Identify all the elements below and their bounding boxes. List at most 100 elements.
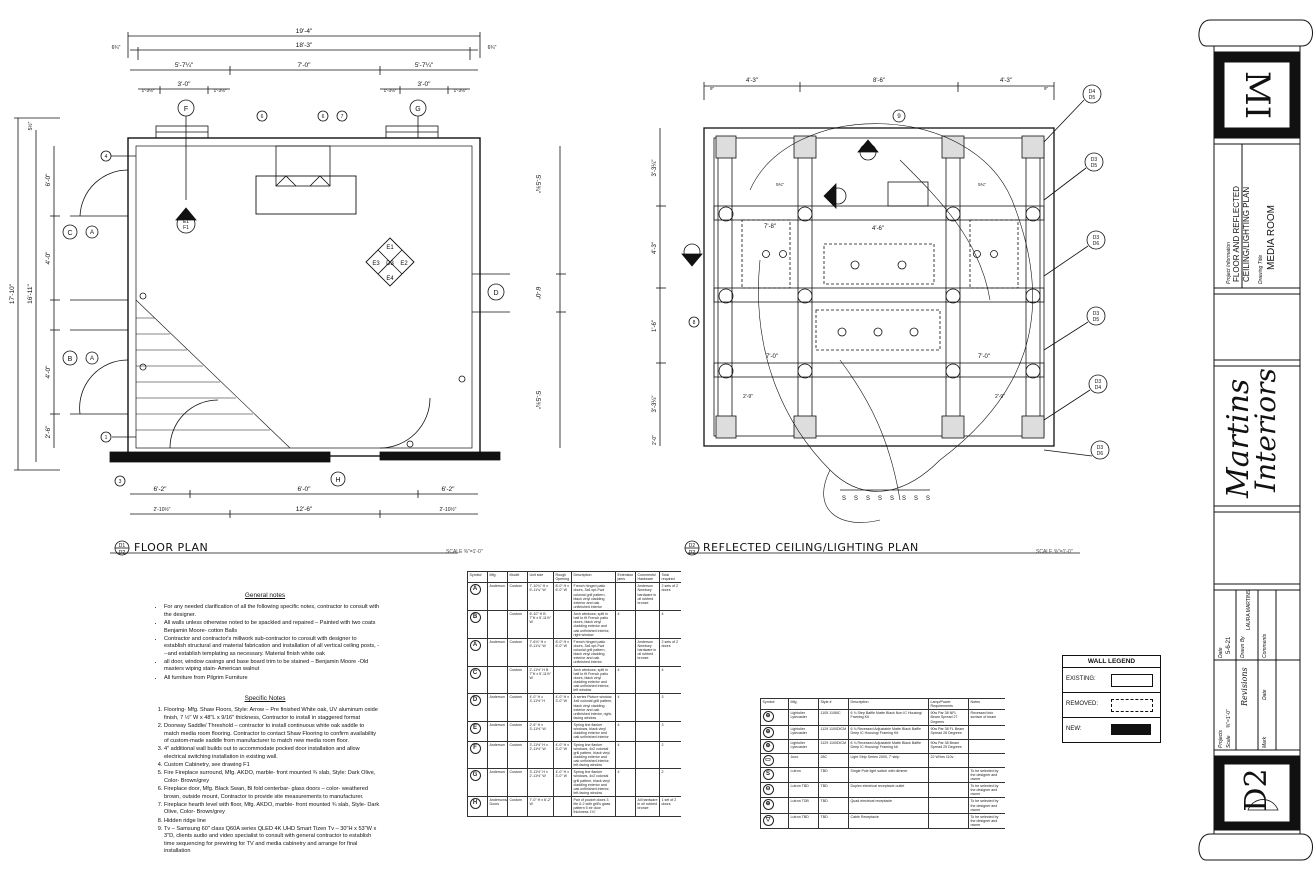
door-header: Total required: [659, 571, 681, 584]
door-cell: Andersons/ Doors: [487, 796, 508, 817]
door-cell: Anderson: [487, 740, 508, 770]
door-cell: 8'-0" H x 6'-0" W: [553, 582, 572, 611]
light-header: Symbol: [760, 698, 789, 711]
light-cell: Duplex electrical receptacle outlet: [848, 781, 929, 799]
light-cell: Lightolier Lytecaster: [788, 724, 819, 740]
dim-small-2: 1'-3⅛": [214, 88, 227, 93]
dim-right-3: 5'-5¾": [534, 391, 541, 410]
door-symbol-cell: A: [467, 637, 488, 667]
brand-line-2: Interiors: [1249, 368, 1282, 492]
door-cell: [635, 665, 660, 695]
rcp-left-2: 4'-3": [652, 242, 658, 254]
rcp-left-5: 2'-0": [652, 435, 658, 445]
door-cell: 7'-6¾" H x 5'-11¾" W: [527, 637, 554, 667]
tag-1: 1: [105, 435, 108, 441]
light-symbol-cell: ⊕: [760, 738, 789, 754]
door-cell: 1 set of 2 doors: [659, 796, 681, 817]
door-cell: 6'-10" H B 7"H x 5'-11½" W: [527, 610, 554, 639]
logo-letters: MI: [1237, 70, 1277, 120]
legend-removed-label: REMOVED:: [1066, 701, 1099, 707]
rcp-switch-3: S: [866, 496, 870, 502]
door-symbol-cell: F: [467, 740, 488, 770]
door-cell: Custom: [507, 582, 528, 611]
rcp-inner-1: 7'-8": [764, 224, 776, 230]
tag-f: F: [184, 106, 188, 113]
drawn-label: Drawn By: [1240, 636, 1246, 658]
light-cell: 6 ¾ Step Baffle Matte Black Non IC Housi…: [848, 709, 929, 726]
tag-a2: A: [90, 356, 94, 362]
light-header: Notes: [968, 698, 1005, 711]
door-cell: A series Picture window, 4x6 colonial gr…: [571, 693, 616, 722]
floor-plan-drawing: F G 6 6 7 4 C A A B 1 3 H D E1 F1 E1 E3 …: [9, 28, 566, 556]
door-cell: Spring line flanker windows, 4x2 colonia…: [571, 740, 616, 770]
scale-label: Scale: [1226, 735, 1232, 748]
door-cell: Spring line flanker windows, black vinyl…: [571, 721, 616, 742]
date-label: Date: [1218, 647, 1224, 658]
general-note: For any needed clarification of all the …: [164, 604, 380, 619]
door-cell: Custom: [507, 637, 528, 667]
comments-label: Comments: [1262, 633, 1268, 658]
door-header: Extension jams: [615, 571, 636, 584]
rcp-drawing: 4'-3" 8'-6" 4'-3" 9" 9" 7'-8" 4'-6" 7'-0…: [652, 78, 1110, 556]
tag-e1: E1: [183, 219, 189, 225]
door-cell: 3: [659, 721, 681, 742]
light-cell: Recessed into surface of beam: [968, 709, 1005, 726]
door-cell: [553, 665, 572, 695]
dim-bottom-right: 2'-10½": [440, 506, 457, 513]
light-header: Mfg.: [788, 698, 819, 711]
rcp-tag-9: 9: [897, 114, 901, 120]
tag-b: B: [68, 356, 73, 363]
drawing-line-2: CEILING/LIGHTING PLAN: [1242, 186, 1251, 282]
legend-new-label: NEW:: [1066, 726, 1082, 732]
light-symbol-cell: ▽: [760, 812, 789, 830]
door-cell: Custom: [507, 740, 528, 770]
rcp-scale: SCALE ⅜"=1'-0": [1036, 549, 1073, 555]
elev-e2: E2: [400, 261, 408, 267]
door-cell: [615, 637, 636, 667]
door-cell: Pair of pocket doors 3 lite & 2 with gri…: [571, 796, 616, 817]
door-cell: 4'-0" H x 3'-0" W: [553, 768, 572, 797]
light-cell: 6 ¾ Recessed Adjustable Matte Black Baff…: [848, 738, 929, 754]
dim-bottom-overall: 12'-6": [296, 506, 313, 513]
door-symbol: A: [469, 639, 481, 651]
rcp-inner-4: 7'-0": [978, 354, 990, 360]
specific-note: Fireplace hearth level with floor, Mfg. …: [164, 802, 380, 817]
rcp-left-3: 1'-6": [652, 320, 658, 332]
door-header: Model: [507, 571, 528, 584]
lighting-schedule: Symbol Mfg. Style # Description Lamp/Pow…: [760, 698, 1005, 850]
rcp-dim-top-1: 4'-3": [746, 78, 758, 84]
door-cell: Custom: [507, 610, 528, 639]
rcp-tag-8: 8: [693, 320, 696, 326]
rcp-switch-5: S: [890, 496, 894, 502]
drawing-title-label: Drawing Title: [1258, 254, 1264, 284]
light-cell: TBD: [818, 812, 849, 830]
door-symbol: G: [469, 770, 481, 782]
specific-note: Doorway Saddle/ Threshold – contractor t…: [164, 723, 380, 745]
tag-3: 3: [119, 479, 122, 485]
rcp-callout-4b: D5: [1093, 317, 1100, 323]
floor-plan-title: FLOOR PLAN: [134, 541, 209, 554]
door-cell: [635, 610, 660, 639]
door-cell: 3'-11½" H x 2'-11½" W: [527, 768, 554, 797]
door-cell: 4: [615, 693, 636, 722]
rcp-callout-5b: D4: [1095, 385, 1102, 391]
rcp-dim-top-3: 4'-3": [1000, 78, 1012, 84]
dim-left-3: 4'-0": [45, 365, 52, 379]
door-cell: 4: [615, 768, 636, 797]
legend-new-swatch: [1111, 724, 1151, 735]
general-notes: General notes For any needed clarificati…: [150, 592, 380, 683]
door-cell: Custom: [507, 721, 528, 742]
light-cell: [968, 738, 1005, 754]
rcp-edge-r: 9": [1044, 86, 1049, 91]
dim-casement-right: 3'-0": [418, 81, 432, 88]
elev-e4: E4: [386, 276, 394, 282]
light-cell: [928, 781, 969, 799]
door-cell: 4: [659, 610, 681, 639]
rcp-callout-3a: D3: [1093, 235, 1100, 241]
light-cell: Cable Receptacle: [848, 812, 929, 830]
door-cell: 4'-0" H x 3'-11½" H: [527, 693, 554, 722]
